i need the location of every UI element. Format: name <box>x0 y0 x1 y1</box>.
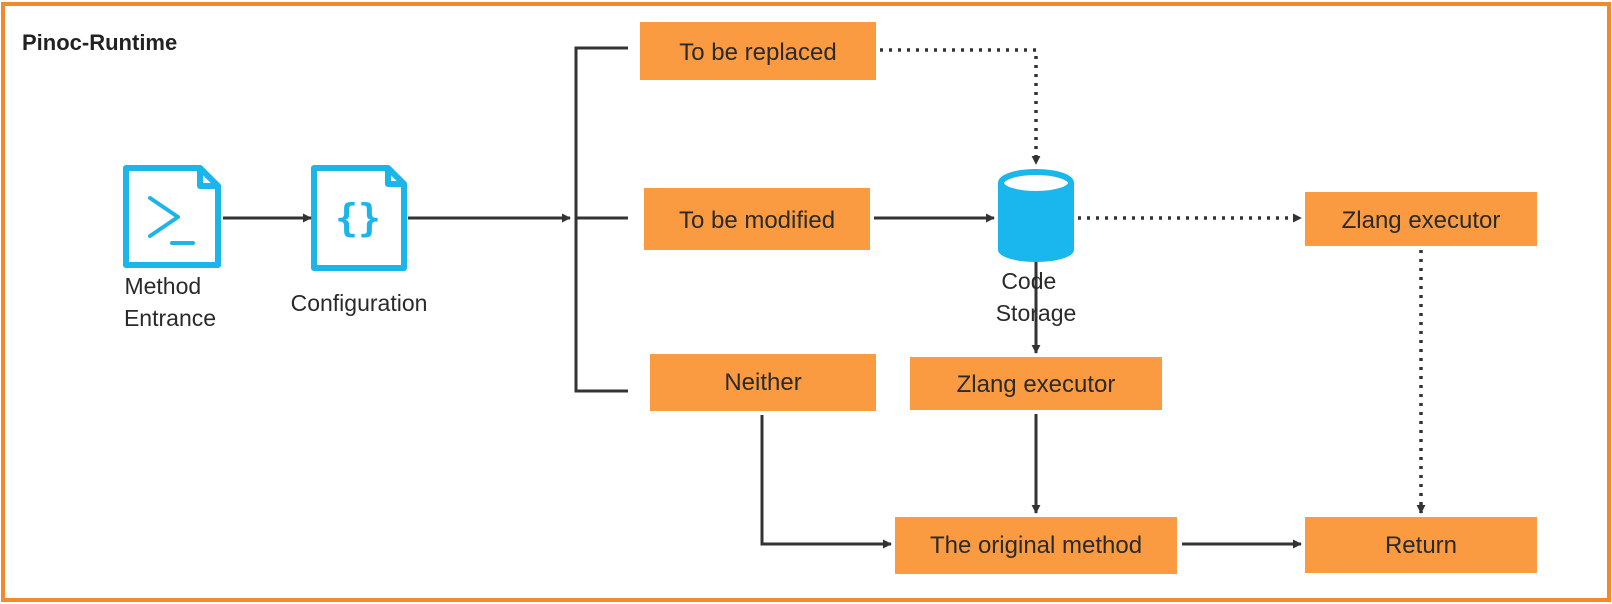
method-entrance-label-line2: Entrance <box>124 305 216 331</box>
code-storage-label-line1: Code <box>1001 268 1056 294</box>
svg-text:{}: {} <box>335 196 381 240</box>
method-entrance-label-line1: Method <box>124 273 201 299</box>
node-zlang-executor-mid: Zlang executor <box>910 357 1162 410</box>
svg-text:Zlang executor: Zlang executor <box>957 371 1116 398</box>
code-storage-label: Code Storage <box>996 268 1077 326</box>
configuration-icon: {} <box>311 165 407 271</box>
dotted-replaced-to-storage <box>880 48 1041 165</box>
svg-text:Neither: Neither <box>724 369 801 396</box>
diagram-title: Pinoc-Runtime <box>22 30 177 55</box>
svg-text:Return: Return <box>1385 532 1457 559</box>
method-entrance-label: Method Entrance <box>124 273 216 331</box>
node-return: Return <box>1305 517 1537 573</box>
svg-text:To be replaced: To be replaced <box>679 39 836 66</box>
svg-text:To be modified: To be modified <box>679 207 835 234</box>
arrow-neither-to-original <box>760 415 892 549</box>
database-cylinder-icon <box>998 169 1074 262</box>
node-zlang-executor-right: Zlang executor <box>1305 192 1537 246</box>
node-to-be-replaced: To be replaced <box>640 22 876 80</box>
code-storage-label-line2: Storage <box>996 300 1077 326</box>
node-original-method: The original method <box>895 517 1177 574</box>
method-entrance-icon <box>123 165 221 268</box>
node-to-be-modified: To be modified <box>644 188 870 250</box>
svg-text:Zlang executor: Zlang executor <box>1342 207 1501 234</box>
node-neither: Neither <box>650 354 876 411</box>
svg-text:The original method: The original method <box>930 532 1142 559</box>
configuration-label: Configuration <box>291 290 428 316</box>
